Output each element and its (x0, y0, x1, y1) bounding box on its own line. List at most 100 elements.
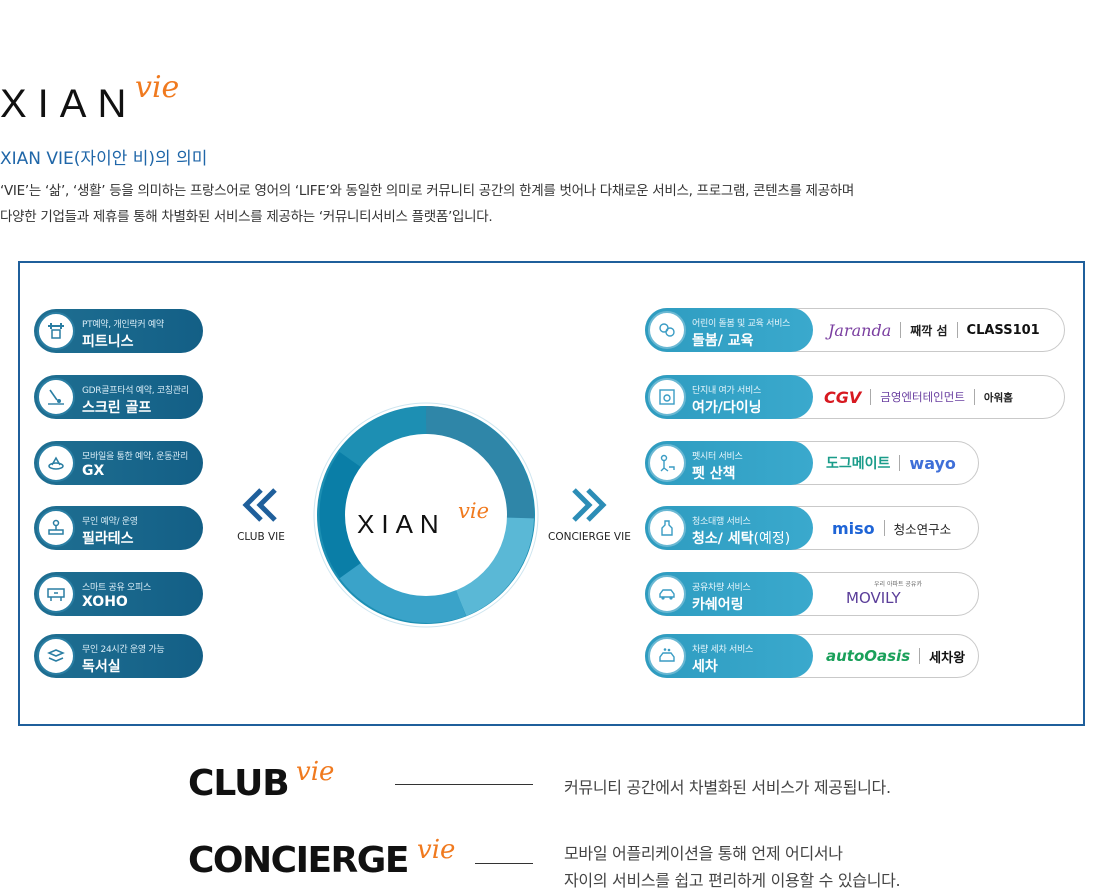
brand-movily: MOVILY (846, 588, 901, 607)
legend-concierge-text-1: 모바일 어플리케이션을 통해 언제 어디서나 (564, 844, 843, 863)
club-item-title: GX (82, 463, 105, 479)
concierge-item-car-sharing[interactable]: 공유차량 서비스 카쉐어링 우리 아파트 공유카 MOVILY (645, 572, 979, 616)
description-line-1: ‘VIE’는 ‘삶’, ‘생활’ 등을 의미하는 프랑스어로 영어의 ‘LIFE… (0, 183, 855, 199)
pet-icon (648, 444, 686, 482)
legend-concierge-vie: vie (417, 835, 456, 865)
concierge-item-desc: 펫시터 서비스 (692, 452, 743, 462)
concierge-item-tag: 공유차량 서비스 카쉐어링 (645, 572, 813, 616)
brand-separator (956, 322, 958, 338)
concierge-item-title: 여가/다이닝 (692, 400, 762, 416)
club-item-desc: 스마트 공유 오피스 (82, 583, 151, 593)
concierge-item-cleaning-laundry[interactable]: 청소대행 서비스 청소/ 세탁(예정) miso 청소연구소 (645, 506, 979, 550)
reading-room-icon (37, 637, 75, 675)
club-item-pilates[interactable]: 무인 예약/ 운영 필라테스 (34, 506, 203, 550)
club-vie-marker: CLUB VIE (237, 487, 285, 543)
brand-autooasis: autoOasis (826, 647, 911, 665)
partner-brands: 우리 아파트 공유카 MOVILY (846, 573, 922, 615)
club-item-title: 피트니스 (82, 334, 134, 350)
center-logo-xian: XIAN (357, 509, 446, 539)
concierge-item-desc: 어린이 돌봄 및 교육 서비스 (692, 319, 791, 329)
brand-class101: CLASS101 (966, 322, 1040, 338)
gx-icon (37, 444, 75, 482)
concierge-item-car-wash[interactable]: 차량 세차 서비스 세차 autoOasis 세차왕 (645, 634, 979, 678)
concierge-item-title: 청소/ 세탁(예정) (692, 528, 790, 548)
concierge-vie-label: CONCIERGE VIE (548, 531, 631, 543)
concierge-item-title: 세차 (692, 659, 718, 675)
kids-icon (648, 311, 686, 349)
double-chevron-right-icon (572, 488, 607, 522)
concierge-item-title: 돌봄/ 교육 (692, 333, 754, 349)
concierge-item-care-education[interactable]: 어린이 돌봄 및 교육 서비스 돌봄/ 교육 Jaranda 째깍 섬 CLAS… (645, 308, 1065, 352)
concierge-item-desc: 공유차량 서비스 (692, 583, 751, 593)
partner-brands: Jaranda 째깍 섬 CLASS101 (814, 309, 1040, 351)
concierge-item-title-main: 청소/ 세탁 (692, 531, 754, 547)
car-wash-icon (648, 637, 686, 675)
logo-vie-text: vie (135, 70, 180, 105)
concierge-item-tag: 차량 세차 서비스 세차 (645, 634, 813, 678)
brand-wayo: wayo (909, 453, 956, 473)
brand-separator (883, 520, 885, 536)
legend-concierge-text-2: 자이의 서비스를 쉽고 편리하게 이용할 수 있습니다. (564, 871, 901, 889)
legend-club-vie: vie (296, 757, 335, 787)
concierge-item-tag: 어린이 돌봄 및 교육 서비스 돌봄/ 교육 (645, 308, 813, 352)
club-item-title: XOHO (82, 594, 128, 610)
partner-brands: miso 청소연구소 (814, 507, 951, 549)
club-item-reading-room[interactable]: 무인 24시간 운영 가능 독서실 (34, 634, 203, 678)
club-item-desc: 무인 24시간 운영 가능 (82, 645, 165, 655)
brand-cheongso-lab: 청소연구소 (893, 521, 952, 537)
center-ring (313, 402, 539, 628)
concierge-item-leisure-dining[interactable]: 단지내 여가 서비스 여가/다이닝 CGV 금영엔터테인먼트 아워홈 (645, 375, 1065, 419)
club-item-title: 필라테스 (82, 531, 134, 547)
cleaning-icon (648, 509, 686, 547)
description-line-2: 다양한 기업들과 제휴를 통해 차별화된 서비스를 제공하는 ‘커뮤니티서비스 … (0, 209, 493, 225)
brand-dogmate: 도그메이트 (826, 456, 891, 472)
concierge-vie-marker: CONCIERGE VIE (548, 487, 631, 543)
brand-jjaekkak: 째깍 섬 (910, 323, 948, 338)
concierge-item-tag: 펫시터 서비스 펫 산책 (645, 441, 813, 485)
concierge-item-title: 펫 산책 (692, 466, 736, 482)
concierge-item-title-suffix: (예정) (753, 531, 791, 547)
club-item-desc: 무인 예약/ 운영 (82, 517, 138, 527)
concierge-item-tag: 단지내 여가 서비스 여가/다이닝 (645, 375, 813, 419)
section-title: XIAN VIE(자이안 비)의 의미 (0, 149, 208, 169)
leisure-icon (648, 378, 686, 416)
legend-club-word: CLUB (188, 763, 290, 804)
club-item-gx[interactable]: 모바일을 통한 예약, 운동관리 GX (34, 441, 203, 485)
fitness-icon (37, 312, 75, 350)
brand-movily-tagline: 우리 아파트 공유카 (874, 580, 922, 588)
center-logo-vie: vie (458, 499, 490, 523)
club-item-fitness[interactable]: PT예약, 개인락커 예약 피트니스 (34, 309, 203, 353)
brand-miso: miso (832, 518, 875, 538)
pilates-icon (37, 509, 75, 547)
partner-brands: CGV 금영엔터테인먼트 아워홈 (814, 376, 1013, 418)
car-share-icon (648, 575, 686, 613)
partner-brands: 도그메이트 wayo (814, 442, 956, 484)
brand-separator (919, 648, 921, 664)
office-icon (37, 575, 75, 613)
club-vie-label: CLUB VIE (237, 531, 285, 543)
concierge-item-desc: 청소대행 서비스 (692, 517, 751, 527)
club-item-desc: PT예약, 개인락커 예약 (82, 320, 164, 330)
legend-concierge-rule (475, 863, 533, 864)
concierge-item-desc: 단지내 여가 서비스 (692, 386, 761, 396)
brand-kumyoung: 금영엔터테인먼트 (880, 390, 965, 404)
double-chevron-left-icon (242, 488, 277, 522)
brand-sechawang: 세차왕 (929, 650, 966, 666)
brand-separator (870, 389, 872, 405)
brand-separator (973, 389, 975, 405)
brand-ourhome: 아워홈 (983, 391, 1013, 404)
logo-xian-text: XIAN (0, 82, 138, 126)
legend-concierge-word: CONCIERGE (188, 840, 409, 881)
legend-club-rule (395, 784, 533, 785)
concierge-item-pet-walk[interactable]: 펫시터 서비스 펫 산책 도그메이트 wayo (645, 441, 979, 485)
golf-icon (37, 378, 75, 416)
service-diagram-frame (18, 261, 1085, 726)
brand-jaranda: Jaranda (828, 320, 892, 340)
club-item-screen-golf[interactable]: GDR골프타석 예약, 코칭관리 스크린 골프 (34, 375, 203, 419)
club-item-desc: 모바일을 통한 예약, 운동관리 (82, 452, 189, 462)
brand-separator (899, 455, 901, 471)
concierge-item-tag: 청소대행 서비스 청소/ 세탁(예정) (645, 506, 813, 550)
club-item-xoho[interactable]: 스마트 공유 오피스 XOHO (34, 572, 203, 616)
brand-separator (900, 322, 902, 338)
legend-club-text: 커뮤니티 공간에서 차별화된 서비스가 제공됩니다. (564, 778, 891, 797)
